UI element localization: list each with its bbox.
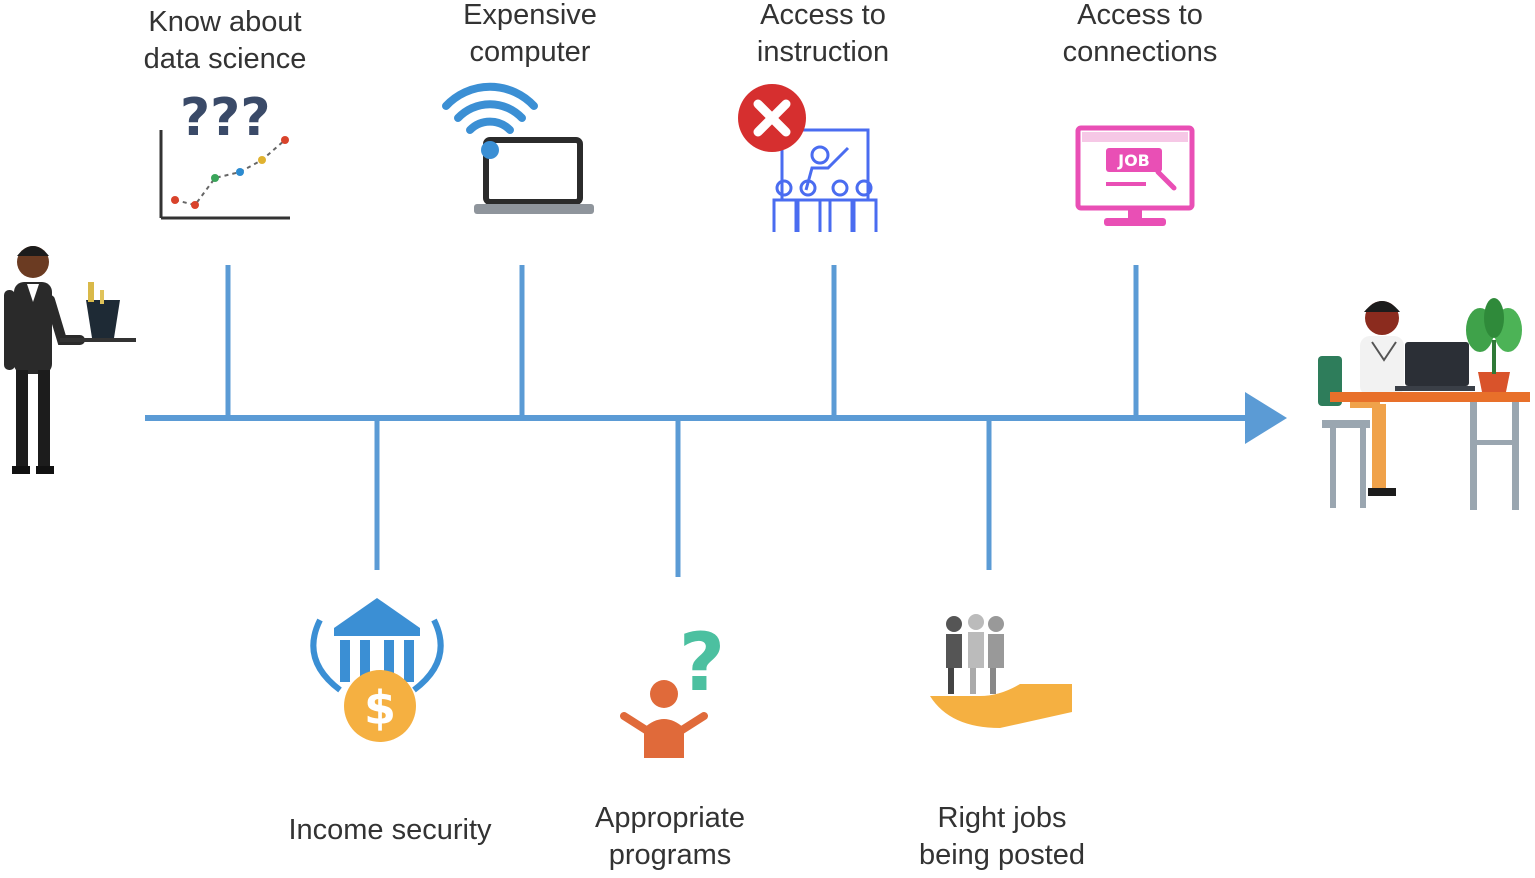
- label-access-to-connections: Access to connections: [1062, 0, 1218, 68]
- svg-text:JOB: JOB: [1117, 151, 1150, 170]
- svg-text:$: $: [364, 681, 396, 735]
- svg-text:???: ???: [180, 88, 271, 148]
- label-right-jobs-being-posted: Right jobs being posted: [918, 802, 1086, 871]
- wifi-laptop-icon: [442, 82, 594, 214]
- svg-text:?: ?: [679, 616, 725, 709]
- label-appropriate-programs: Appropriate programs: [595, 802, 745, 871]
- waiter-icon: [4, 246, 136, 474]
- label-income-security: Income security: [288, 814, 492, 846]
- hand-people-icon: [930, 614, 1072, 728]
- label-know-about-data-science: Know about data science: [143, 6, 307, 75]
- label-expensive-computer: Expensive computer: [463, 0, 597, 68]
- timeline-arrowhead: [1245, 392, 1287, 444]
- label-access-to-instruction: Access to instruction: [756, 0, 890, 68]
- bank-dollar-icon: $: [310, 598, 444, 742]
- no-classroom-icon: [738, 84, 878, 232]
- job-monitor-icon: JOB: [1075, 125, 1195, 226]
- question-chart-icon: ???: [159, 88, 290, 220]
- confused-person-icon: ?: [620, 616, 725, 758]
- person-at-desk-icon: [1318, 298, 1530, 510]
